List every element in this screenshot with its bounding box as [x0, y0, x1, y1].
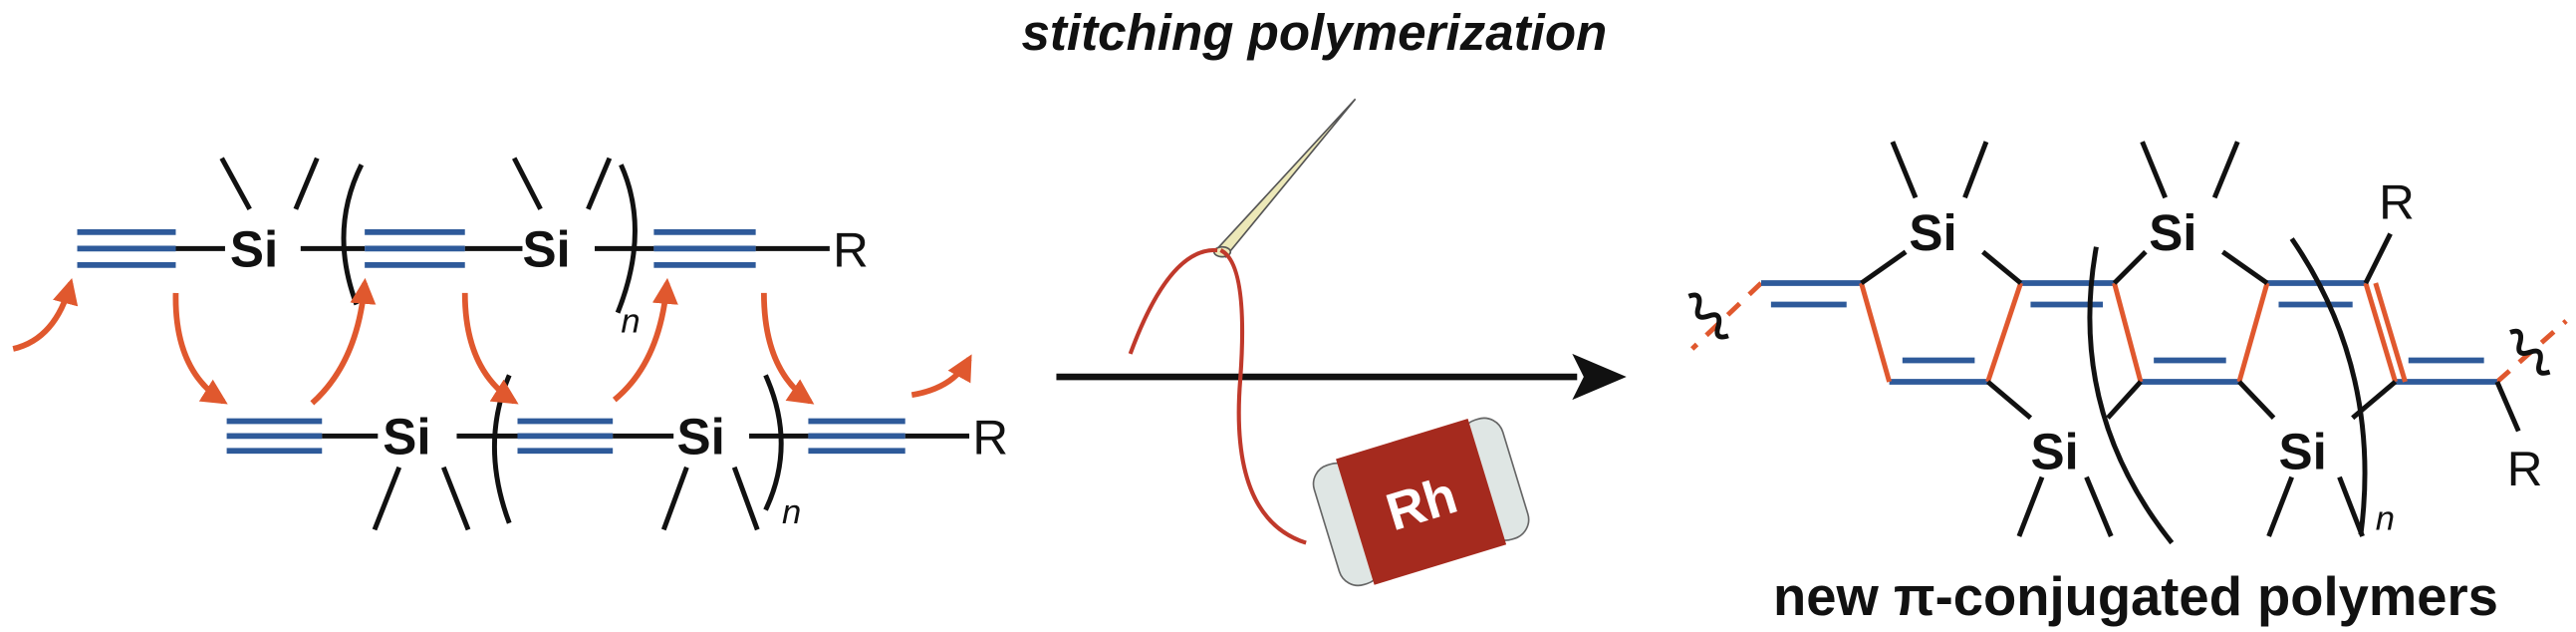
curved-arrow	[172, 292, 228, 405]
curved-arrow	[12, 277, 79, 352]
triple-bond	[365, 229, 465, 268]
bracket-open	[2087, 246, 2175, 545]
rh-spool-icon: Rh	[1312, 417, 1530, 587]
bracket-close	[615, 163, 638, 314]
curved-arrow	[612, 277, 678, 403]
product-polymer: Si Si Si Si R R n	[1687, 141, 2568, 545]
r-group: R	[972, 411, 1008, 466]
caption: new π-conjugated polymers	[1773, 566, 2498, 627]
r-group: R	[2507, 442, 2543, 496]
si-atom: Si	[522, 221, 570, 278]
triple-bond	[653, 229, 756, 268]
monomer-chain-bottom: Si Si n R	[226, 374, 1008, 531]
repeat-n: n	[782, 493, 801, 531]
stitching-arrows	[12, 277, 972, 406]
needle-icon	[1212, 98, 1357, 259]
reaction-arrow	[1056, 353, 1627, 401]
curved-arrow	[910, 354, 972, 399]
triple-bond	[808, 418, 905, 455]
bracket-close	[2289, 237, 2368, 535]
si-atom: Si	[2030, 423, 2078, 479]
monomer-chain-top: Si Si n R	[77, 157, 869, 340]
curved-arrow	[461, 292, 519, 405]
si-atom: Si	[2149, 204, 2196, 261]
thread	[1128, 247, 1307, 545]
triple-bond	[226, 418, 323, 455]
si-atom: Si	[383, 409, 430, 466]
si-atom: Si	[1909, 204, 1956, 261]
title: stitching polymerization	[1021, 4, 1607, 61]
repeat-n: n	[621, 302, 640, 340]
r-group: R	[833, 223, 869, 278]
r-group: R	[2379, 175, 2415, 230]
si-atom: Si	[676, 409, 724, 466]
wavy-bond-right	[2509, 328, 2551, 376]
triple-bond	[517, 418, 614, 455]
triple-bond	[77, 229, 176, 268]
repeat-n: n	[2376, 499, 2395, 537]
curved-arrow	[761, 292, 815, 405]
curved-arrow	[310, 277, 377, 406]
si-atom: Si	[230, 221, 278, 278]
bracket-open	[341, 163, 365, 306]
bracket-close	[763, 374, 784, 511]
wavy-bond-left	[1687, 292, 1729, 340]
si-atom: Si	[2278, 423, 2326, 479]
